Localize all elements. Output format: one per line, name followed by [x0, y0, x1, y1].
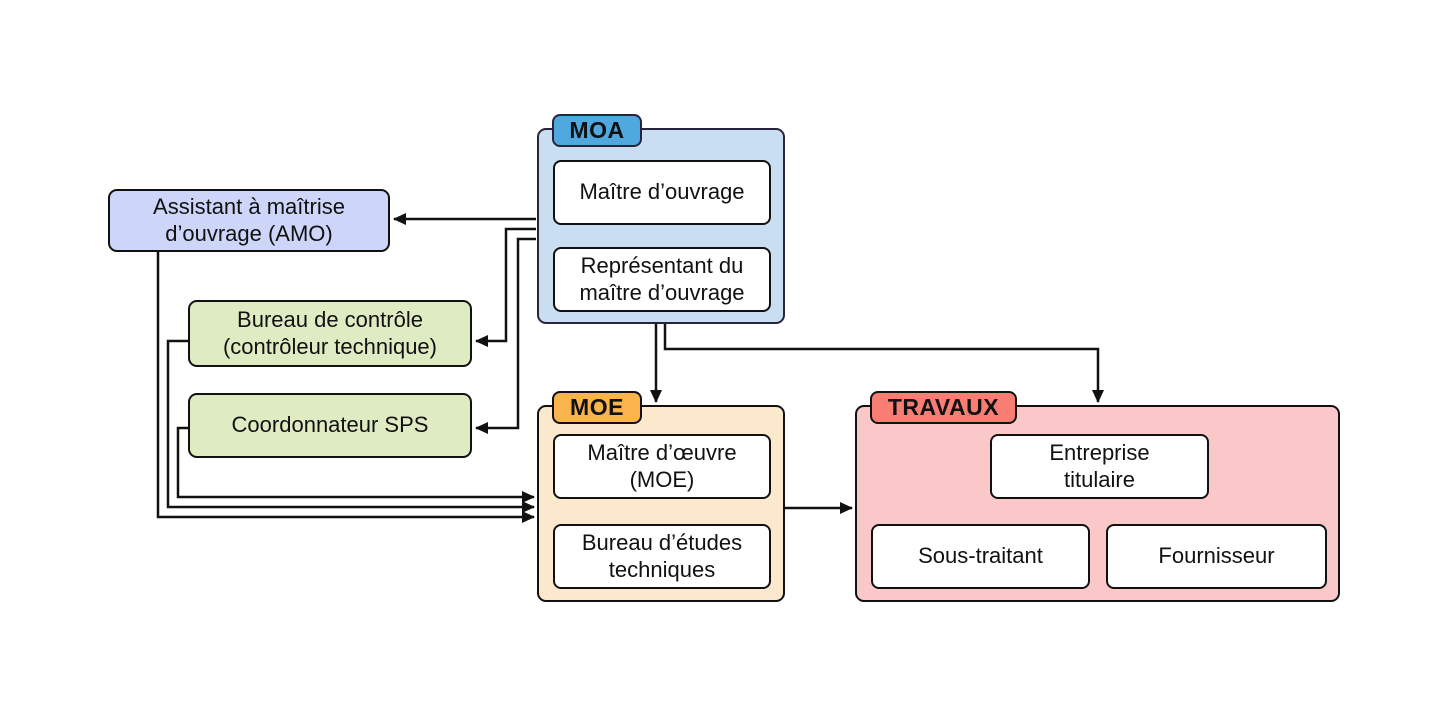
edge-assistant-amo-to-moe — [156, 252, 535, 523]
edge-moa-to-travaux — [663, 324, 1104, 403]
group-moe: MOE Maître d’œuvre (MOE) Bureau d’études… — [537, 391, 785, 602]
edge-coordonnateur-sps-to-moe — [176, 426, 535, 503]
group-moa: MOA Maître d’ouvrage Représentant du maî… — [537, 114, 785, 324]
node-coordonnateur-sps: Coordonnateur SPS — [188, 393, 472, 458]
group-travaux: TRAVAUX Entreprise titulaire Sous-traita… — [855, 391, 1340, 602]
node-bureau-detudes-techniques: Bureau d’études techniques — [553, 524, 771, 589]
node-entreprise-titulaire: Entreprise titulaire — [990, 434, 1209, 499]
node-representant-du-maitre-douvrage: Représentant du maître d’ouvrage — [553, 247, 771, 312]
node-sous-traitant: Sous-traitant — [871, 524, 1090, 589]
group-travaux-label: TRAVAUX — [870, 391, 1017, 424]
node-maitre-doeuvre: Maître d’œuvre (MOE) — [553, 434, 771, 499]
edge-bureau-de-controle-to-moe — [166, 339, 535, 513]
node-bureau-de-controle: Bureau de contrôle (contrôleur technique… — [188, 300, 472, 367]
node-fournisseur: Fournisseur — [1106, 524, 1327, 589]
node-assistant-amo: Assistant à maîtrise d’ouvrage (AMO) — [108, 189, 390, 252]
node-maitre-douvrage: Maître d’ouvrage — [553, 160, 771, 225]
group-moa-label: MOA — [552, 114, 642, 147]
group-moe-label: MOE — [552, 391, 642, 424]
edge-moa-to-bureau-de-controle — [475, 227, 536, 347]
edge-moa-to-coordonnateur-sps — [475, 237, 536, 434]
